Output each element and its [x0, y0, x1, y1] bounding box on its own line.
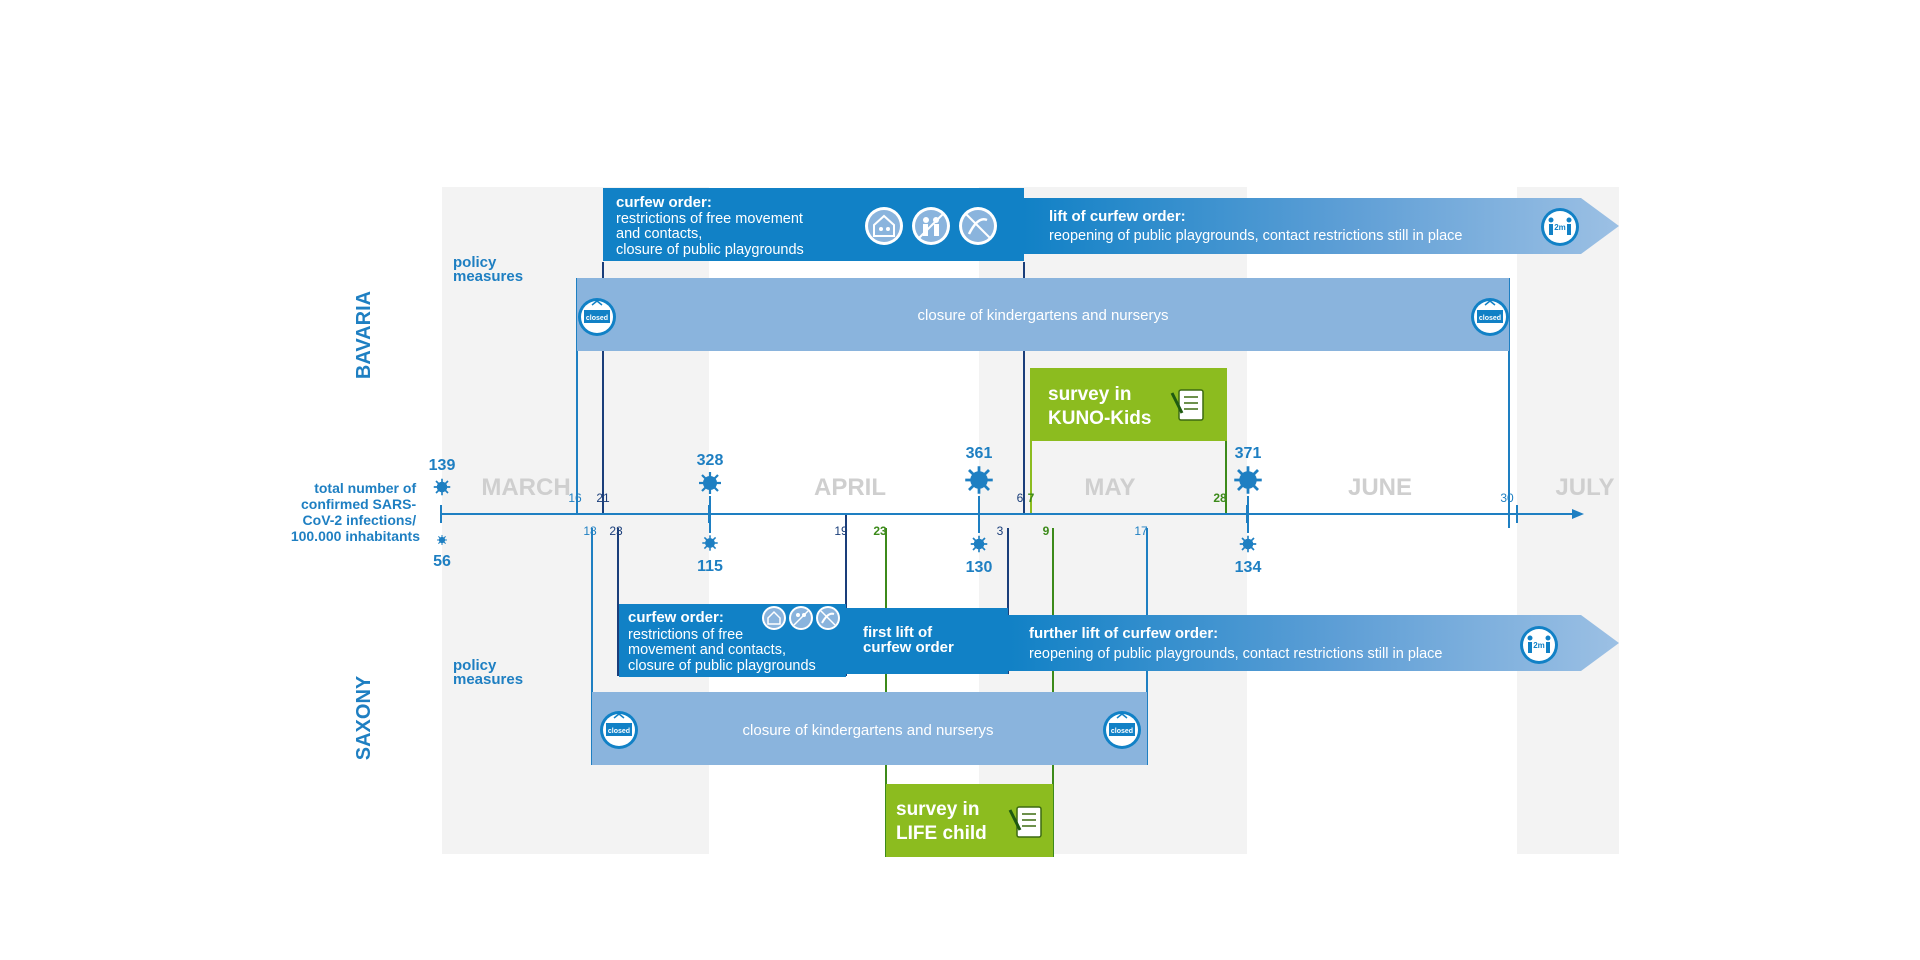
svg-text:reopening of public playground: reopening of public playgrounds, contact… — [1029, 646, 1442, 662]
saxony-first-lift-box: first lift of curfew order — [846, 608, 1008, 674]
playground-closed-icon — [959, 207, 997, 245]
tick-bottom-3: 3 — [997, 524, 1004, 538]
virus-icon — [1238, 534, 1258, 554]
svg-text:closure of public playgrounds: closure of public playgrounds — [628, 658, 816, 674]
saxony-infections-may: 130 — [966, 559, 993, 576]
svg-text:survey in: survey in — [896, 799, 979, 820]
tick-bottom-23: 23 — [609, 524, 623, 538]
svg-text:lift of curfew order:: lift of curfew order: — [1049, 208, 1186, 225]
svg-text:and contacts,: and contacts, — [616, 226, 702, 242]
virus-icon — [697, 470, 723, 496]
svg-text:closure of kindergartens and n: closure of kindergartens and nurserys — [918, 307, 1169, 324]
tick-bottom-17: 17 — [1134, 524, 1148, 538]
bavaria-survey-box: survey in KUNO-Kids — [1031, 368, 1227, 441]
svg-text:movement and contacts,: movement and contacts, — [628, 642, 786, 658]
bavaria-policy-label: policy measures — [453, 254, 523, 285]
saxony-further-lift-arrow: further lift of curfew order: reopening … — [1008, 615, 1619, 671]
tick-bottom-18: 18 — [583, 524, 597, 538]
distance-2m-icon: 2m — [1541, 208, 1579, 246]
saxony-kindergarten-closure: closure of kindergartens and nurserys cl… — [592, 692, 1147, 765]
svg-text:curfew order:: curfew order: — [616, 194, 712, 211]
saxony-curfew-box: curfew order: restrictions of free movem… — [619, 604, 846, 677]
region-label-saxony: SAXONY — [353, 675, 375, 760]
virus-icon — [1232, 464, 1264, 496]
survey-document-icon — [1170, 389, 1204, 421]
axis-label: total number of confirmed SARS- CoV-2 in… — [291, 480, 420, 544]
month-label-march: MARCH — [481, 474, 570, 501]
svg-text:closure of public playgrounds: closure of public playgrounds — [616, 242, 804, 258]
svg-text:survey in: survey in — [1048, 384, 1131, 405]
svg-text:first lift of: first lift of — [863, 624, 933, 641]
virus-icon — [969, 534, 989, 554]
saxony-infections-june: 134 — [1235, 559, 1262, 576]
month-label-april: APRIL — [814, 474, 886, 501]
closed-sign-icon: closed — [578, 298, 616, 336]
month-band-july — [1517, 187, 1619, 854]
bavaria-infections-march: 139 — [429, 457, 456, 474]
saxony-policy-label: policy measures — [453, 657, 523, 688]
tick-top-21: 21 — [596, 491, 610, 505]
svg-text:closure of kindergartens and n: closure of kindergartens and nurserys — [743, 722, 994, 739]
svg-text:curfew order: curfew order — [863, 639, 954, 656]
svg-text:KUNO-Kids: KUNO-Kids — [1048, 408, 1151, 429]
svg-text:closed: closed — [1111, 728, 1133, 735]
month-label-july: JULY — [1555, 474, 1614, 501]
tick-bottom-23-green: 23 — [873, 524, 887, 538]
closed-sign-icon: closed — [1103, 711, 1141, 749]
svg-text:LIFE child: LIFE child — [896, 823, 987, 844]
bavaria-infections-april: 328 — [697, 452, 724, 469]
svg-text:curfew order:: curfew order: — [628, 609, 724, 626]
saxony-infections-april: 115 — [697, 558, 723, 575]
contact-restriction-icon — [912, 207, 950, 245]
svg-text:2m: 2m — [1554, 223, 1566, 232]
svg-text:2m: 2m — [1533, 641, 1545, 650]
svg-text:reopening of public playground: reopening of public playgrounds, contact… — [1049, 228, 1462, 244]
closed-sign-icon: closed — [600, 711, 638, 749]
tick-top-28: 28 — [1213, 491, 1227, 505]
region-label-bavaria: BAVARIA — [353, 291, 375, 379]
tick-top-7: 7 — [1028, 491, 1035, 505]
family-home-icon — [865, 207, 903, 245]
bavaria-lift-curfew-arrow: lift of curfew order: reopening of publi… — [1024, 198, 1619, 254]
contact-restriction-icon — [789, 606, 813, 630]
bavaria-infections-may: 361 — [966, 445, 993, 462]
month-label-june: JUNE — [1348, 474, 1412, 501]
month-label-may: MAY — [1084, 474, 1135, 501]
svg-text:closed: closed — [1479, 315, 1501, 322]
tick-bottom-19: 19 — [834, 524, 848, 538]
svg-text:closed: closed — [586, 315, 608, 322]
virus-icon — [432, 477, 452, 497]
closed-sign-icon: closed — [1471, 298, 1509, 336]
playground-closed-icon — [816, 606, 840, 630]
svg-text:restrictions of free: restrictions of free — [628, 627, 743, 643]
bavaria-curfew-box: curfew order: restrictions of free movem… — [603, 188, 1024, 261]
saxony-survey-box: survey in LIFE child — [886, 784, 1053, 857]
virus-icon — [436, 534, 448, 546]
virus-icon — [701, 534, 719, 552]
virus-icon — [963, 464, 995, 496]
tick-top-30: 30 — [1500, 491, 1514, 505]
bavaria-infections-june: 371 — [1235, 445, 1262, 462]
family-home-icon — [762, 606, 786, 630]
bavaria-kindergarten-closure: closure of kindergartens and nurserys cl… — [577, 278, 1509, 351]
distance-2m-icon: 2m — [1520, 626, 1558, 664]
survey-document-icon — [1008, 806, 1042, 838]
saxony-infections-march: 56 — [433, 553, 451, 570]
svg-text:restrictions of free movement: restrictions of free movement — [616, 211, 803, 227]
svg-text:closed: closed — [608, 728, 630, 735]
svg-text:further lift of curfew order:: further lift of curfew order: — [1029, 625, 1218, 642]
tick-top-16: 16 — [568, 491, 582, 505]
tick-bottom-9: 9 — [1043, 524, 1050, 538]
tick-top-6: 6 — [1017, 491, 1024, 505]
